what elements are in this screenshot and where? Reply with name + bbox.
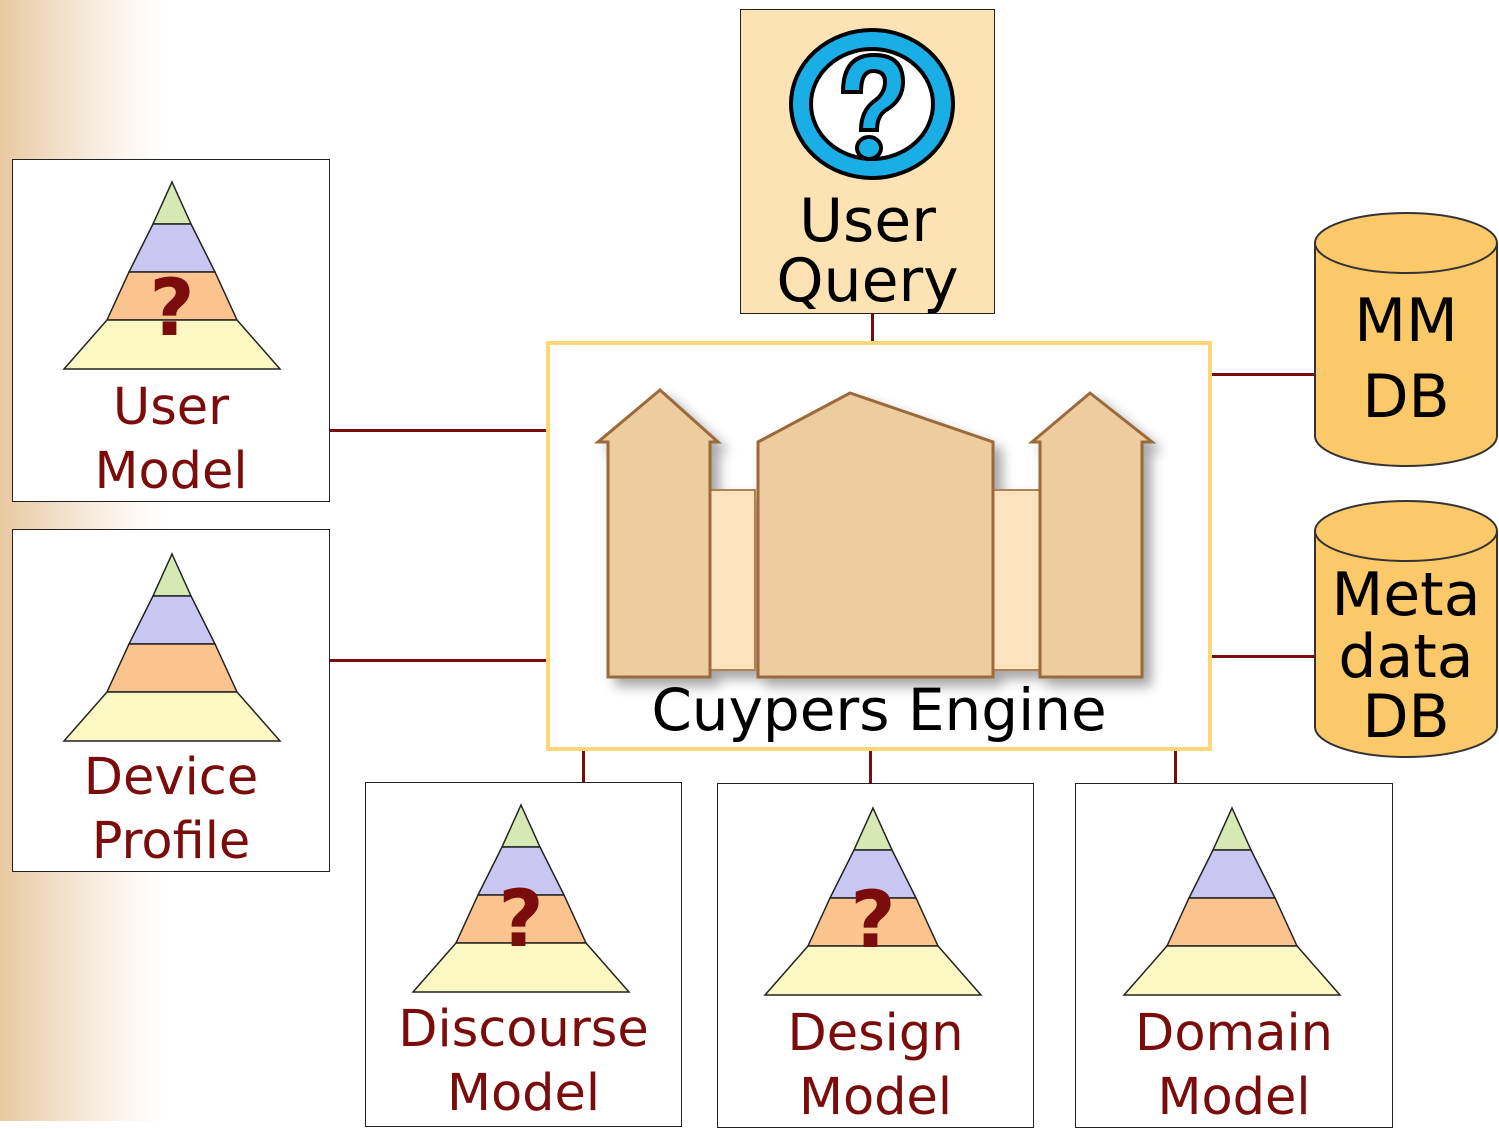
connector-meta-db [1212,655,1315,658]
mm-db-cylinder: MM DB [1313,211,1499,469]
domain-model-line2: Model [1157,1068,1311,1127]
domain-model-box: Domain Model [1075,783,1393,1128]
device-profile-line1: Device [83,748,259,807]
pyramid-icon [1122,806,1342,996]
connector-discourse-model [582,751,585,783]
device-profile-box: Device Profile [12,529,330,872]
pyramid-icon: ? [763,806,983,996]
pyramid-icon [62,552,282,742]
meta-db-line2: data [1338,622,1474,692]
mm-db-line2: DB [1362,362,1450,432]
user-model-box: ? User Model [12,159,330,502]
device-profile-line2: Profile [91,812,251,871]
cuypers-engine-label: Cuypers Engine [651,676,1107,744]
metadata-db-cylinder: Meta data DB [1313,499,1499,759]
discourse-model-line2: Model [446,1064,601,1123]
database-icon [1314,500,1498,758]
meta-db-line1: Meta [1331,560,1481,630]
pyramid-icon: ? [411,803,631,993]
question-mark: ? [149,264,194,354]
question-mark: ? [498,875,543,965]
database-icon [1314,212,1498,467]
pyramid-icon: ? [62,180,282,370]
connector-mm-db [1212,373,1315,376]
mm-db-line1: MM [1354,286,1458,356]
design-model-line2: Model [798,1068,953,1127]
user-query-box: User Query [740,9,995,314]
discourse-model-line1: Discourse [398,1000,649,1059]
design-model-box: ? Design Model [717,783,1034,1128]
discourse-model-box: ? Discourse Model [365,782,682,1127]
design-model-line1: Design [787,1004,964,1063]
connector-design-model [869,751,872,784]
meta-db-line3: DB [1362,682,1450,752]
domain-model-line1: Domain [1135,1004,1333,1063]
cuypers-engine-box: Cuypers Engine [546,341,1212,751]
building-icon [593,388,1157,679]
user-model-line2: Model [94,442,248,501]
connector-user-query [871,314,874,341]
connector-device-profile [327,659,546,662]
question-icon [789,28,955,180]
user-model-line1: User [112,378,230,437]
question-mark: ? [850,876,895,966]
connector-user-model [327,429,546,432]
user-query-line1: User [799,186,936,256]
connector-domain-model [1174,751,1177,784]
user-query-line2: Query [776,246,959,316]
